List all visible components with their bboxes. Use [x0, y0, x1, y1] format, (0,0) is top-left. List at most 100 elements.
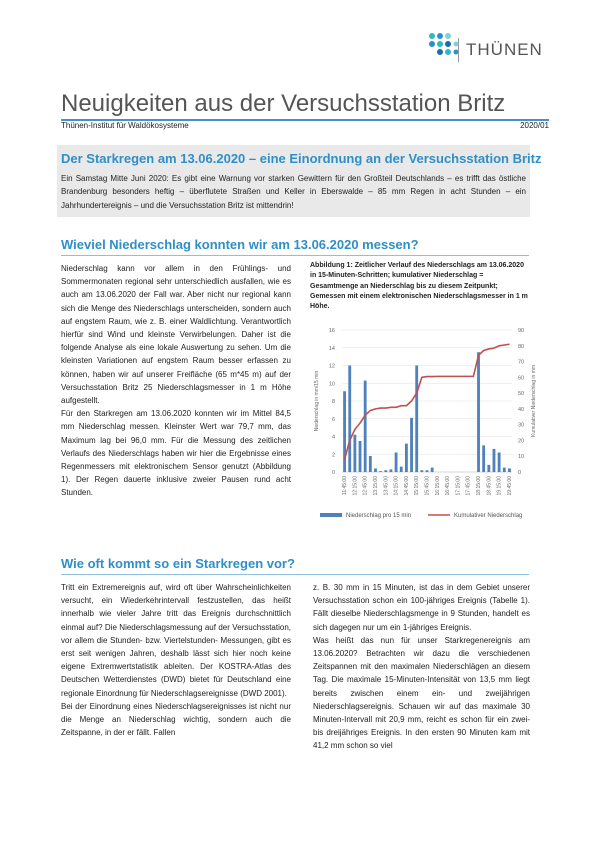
legend-label-bars: Niederschlag pro 15 min — [346, 513, 411, 519]
x-tick-label: 17:45:00 — [466, 476, 472, 496]
legend-swatch-bars — [320, 513, 342, 517]
bar-mark — [430, 467, 434, 472]
y-left-tick-label: 8 — [332, 399, 335, 405]
bar-mark — [348, 365, 352, 472]
x-tick-label: 18:45:00 — [486, 476, 492, 496]
x-tick-label: 12:45:00 — [363, 476, 369, 496]
bar-mark — [389, 469, 393, 472]
x-tick-label: 15:15:00 — [414, 476, 420, 496]
logo-dot — [437, 49, 443, 55]
x-tick-label: 19:15:00 — [497, 476, 503, 496]
x-tick-label: 16:45:00 — [445, 476, 451, 496]
logo-wordmark: THÜNEN — [466, 40, 543, 59]
logo-dot — [445, 41, 451, 47]
chart-grid — [342, 329, 512, 473]
y-right-tick-label: 90 — [518, 328, 524, 334]
y-right-tick-label: 20 — [518, 438, 524, 444]
y-left-tick-label: 12 — [329, 364, 335, 370]
y-left-tick-label: 4 — [332, 435, 335, 441]
x-tick-label: 13:15:00 — [373, 476, 379, 496]
y-right-tick-label: 60 — [518, 375, 524, 381]
bar-mark — [394, 452, 398, 472]
bar-mark — [502, 467, 506, 472]
section1-heading: Wieviel Niederschlag konnten wir am 13.0… — [61, 237, 419, 252]
y-left-tick-label: 0 — [332, 470, 335, 476]
x-tick-label: 18:15:00 — [476, 476, 482, 496]
y-right-tick-label: 80 — [518, 344, 524, 350]
bar-mark — [508, 468, 511, 472]
y-right-tick-label: 30 — [518, 423, 524, 429]
chart-line — [343, 343, 510, 460]
logo-dot — [429, 33, 435, 39]
bar-mark — [379, 471, 383, 472]
section1-paragraph-2: Für den Starkregen am 13.06.2020 konnten… — [61, 409, 291, 498]
bar-mark — [497, 452, 501, 472]
bar-mark — [358, 440, 362, 472]
x-tick-label: 14:15:00 — [394, 476, 400, 496]
bar-mark — [410, 417, 413, 472]
section2-right-column: z. B. 30 mm in 15 Minuten, ist das in de… — [313, 581, 530, 753]
intro-box — [57, 145, 530, 217]
x-tick-label: 15:45:00 — [425, 476, 431, 496]
chart-labels: 11:45:00 12:15:00 12:45:00 13:15:00 13:45:00… — [314, 365, 537, 495]
y-right-tick-label: 50 — [518, 391, 524, 397]
logo-separator — [458, 38, 459, 62]
bar-mark — [420, 470, 424, 472]
bar-mark — [482, 445, 486, 472]
cumulative-line — [343, 343, 510, 460]
y-right-tick-label: 10 — [518, 454, 524, 460]
chart-bars — [343, 352, 511, 472]
y-left-axis-label: Niederschlag in mm/15 min — [314, 370, 320, 431]
y-left-tick-label: 10 — [329, 381, 335, 387]
x-tick-label: 11:45:00 — [342, 476, 348, 495]
logo-dot — [437, 41, 443, 47]
bar-mark — [415, 365, 419, 472]
title-rule — [61, 119, 549, 121]
bar-mark — [425, 470, 429, 472]
section2-left-column: Tritt ein Extremereignis auf, wird oft ü… — [61, 581, 291, 739]
section2-paragraph-3: z. B. 30 mm in 15 Minuten, ist das in de… — [313, 583, 530, 632]
issue-number: 2020/01 — [520, 121, 549, 130]
section2-paragraph-4: Was heißt das nun für unser Starkregener… — [313, 635, 530, 751]
section1-text: Niederschlag kann vor allem in den Frühl… — [61, 262, 291, 500]
logo-dot — [445, 33, 451, 39]
bar-mark — [353, 434, 357, 472]
section1-rule — [61, 255, 529, 256]
bar-mark — [487, 464, 491, 472]
institute-name: Thünen-Institut für Waldökosysteme — [61, 121, 189, 130]
x-tick-label: 14:45:00 — [404, 476, 410, 496]
thuenen-logo — [429, 33, 459, 55]
y-right-axis-label: Kumulativer Niederschlag in mm — [531, 365, 537, 437]
x-tick-label: 16:15:00 — [435, 476, 441, 496]
bar-mark — [492, 448, 496, 472]
logo-dot — [429, 41, 435, 47]
y-left-tick-label: 16 — [329, 328, 335, 334]
section2-heading: Wie oft kommt so ein Starkregen vor? — [61, 556, 295, 571]
bar-mark — [399, 466, 403, 472]
logo-dot — [445, 49, 451, 55]
y-right-tick-label: 0 — [518, 470, 521, 476]
bar-mark — [384, 470, 388, 472]
bar-mark — [368, 456, 372, 472]
section2-rule — [61, 574, 529, 575]
y-left-tick-label: 14 — [329, 346, 335, 352]
bar-mark — [363, 380, 367, 472]
figure-caption: Abbildung 1: Zeitlicher Verlauf des Nied… — [310, 262, 528, 311]
intro-text: Ein Samstag Mitte Juni 2020: Es gibt ein… — [61, 174, 526, 210]
bar-mark — [404, 443, 408, 472]
x-tick-label: 17:15:00 — [455, 476, 461, 496]
page-title: Neuigkeiten aus der Versuchsstation Brit… — [61, 90, 506, 117]
section2-paragraph-2: Bei der Einordnung eines Niederschlagser… — [61, 701, 291, 738]
y-left-tick-label: 2 — [332, 452, 335, 458]
y-left-tick-label: 6 — [332, 417, 335, 423]
x-tick-label: 12:15:00 — [352, 476, 358, 496]
bar-mark — [477, 352, 480, 472]
section2-paragraph-1: Tritt ein Extremereignis auf, wird oft ü… — [61, 583, 291, 698]
x-tick-label: 19:45:00 — [507, 476, 513, 496]
bar-mark — [343, 391, 346, 472]
y-right-tick-label: 70 — [518, 360, 524, 366]
x-tick-label: 13:45:00 — [383, 476, 389, 496]
logo-dot — [453, 49, 459, 55]
logo-dot — [437, 33, 443, 39]
